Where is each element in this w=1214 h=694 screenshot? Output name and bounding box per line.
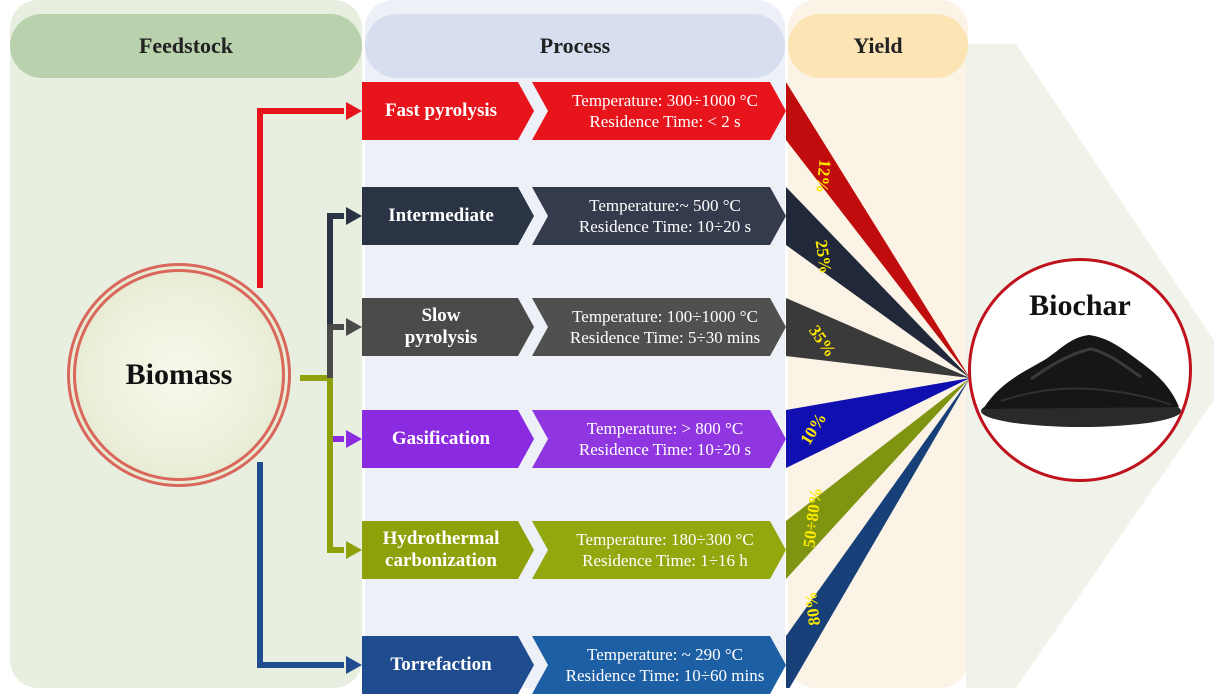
process-name-line: Gasification xyxy=(391,428,491,450)
process-name: Gasification xyxy=(392,428,490,450)
process-name-line: carbonization xyxy=(385,550,497,571)
temperature-text: Temperature: 180÷300 °C xyxy=(576,529,754,549)
process-detail-0: Temperature: 300÷1000 °C Residence Time: … xyxy=(532,82,786,140)
process-label-5: Torrefaction xyxy=(362,636,534,694)
temperature-text: Temperature:~ 500 °C xyxy=(589,195,741,215)
process-label-0: Fast pyrolysis xyxy=(362,82,534,140)
connector-hydrothermal xyxy=(327,378,344,553)
biochar-label: Biochar xyxy=(1029,289,1131,322)
residence-time-text: Residence Time: 1÷16 h xyxy=(582,551,748,570)
process-name-line: Fast pyrolysis xyxy=(384,100,498,122)
process-name-line: Intermediate xyxy=(388,205,494,227)
residence-time-text: Residence Time: 10÷20 s xyxy=(578,217,752,236)
temperature-text: Temperature: 300÷1000 °C xyxy=(572,90,758,110)
connector-slow-pyrolysis xyxy=(327,324,344,378)
process-name: Intermediate xyxy=(388,205,494,227)
temperature-text: Temperature: ~ 290 °C xyxy=(587,644,743,664)
residence-time-text: Residence Time: 10÷60 mins xyxy=(565,666,765,685)
yield-value-1: 25% xyxy=(811,239,835,275)
process-name-line: pyrolysis xyxy=(404,327,478,348)
process-name-line: Torrefaction xyxy=(390,654,492,676)
biomass-label: Biomass xyxy=(125,358,233,391)
connector-torrefaction xyxy=(257,462,344,668)
process-detail-4: Temperature: 180÷300 °C Residence Time: 1… xyxy=(532,521,786,579)
yield-value-0: 12% xyxy=(812,158,834,194)
biochar-node: Biochar xyxy=(968,258,1192,482)
process-label-3: Gasification xyxy=(362,410,534,468)
process-detail-3: Temperature: > 800 °C Residence Time: 10÷… xyxy=(532,410,786,468)
connector-fast-pyrolysis xyxy=(257,108,344,288)
process-header: Process xyxy=(365,14,785,78)
yield-wedge-4 xyxy=(786,378,970,579)
process-detail-1: Temperature:~ 500 °C Residence Time: 10÷2… xyxy=(532,187,786,245)
temperature-text: Temperature: > 800 °C xyxy=(586,418,744,438)
yield-value-5: 80% xyxy=(801,590,824,626)
residence-time-text: Residence Time: 10÷20 s xyxy=(578,440,752,459)
process-name-line: Slow xyxy=(421,305,461,327)
temperature-text: Temperature: 100÷1000 °C xyxy=(572,306,758,326)
feedstock-header: Feedstock xyxy=(10,14,362,78)
process-label-1: Intermediate xyxy=(362,187,534,245)
process-detail-5: Temperature: ~ 290 °C Residence Time: 10÷… xyxy=(532,636,786,694)
yield-wedge-0 xyxy=(786,82,970,378)
process-name-line: Hydrothermal xyxy=(382,528,500,550)
process-name: Torrefaction xyxy=(390,654,491,676)
residence-time-text: Residence Time: 5÷30 mins xyxy=(569,328,761,347)
yield-wedge-2 xyxy=(786,298,970,378)
biomass-node: Biomass xyxy=(67,263,291,487)
biochar-powder-image xyxy=(981,335,1181,427)
process-detail-2: Temperature: 100÷1000 °C Residence Time: … xyxy=(532,298,786,356)
yield-header: Yield xyxy=(788,14,968,78)
process-name: Fast pyrolysis xyxy=(385,100,497,122)
yield-wedge-5 xyxy=(786,378,970,688)
residence-time-text: Residence Time: < 2 s xyxy=(589,112,741,131)
yield-wedge-3 xyxy=(786,378,970,468)
yield-wedge-1 xyxy=(786,187,970,378)
